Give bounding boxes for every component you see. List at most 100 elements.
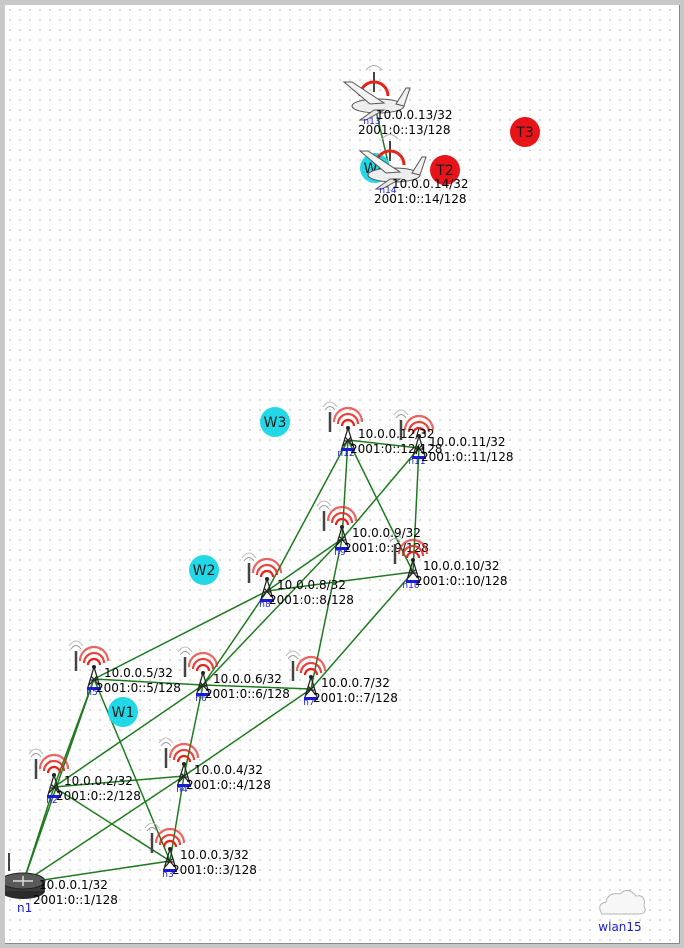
link-n2-n3[interactable]	[53, 786, 171, 862]
node-name: n2	[46, 796, 57, 806]
node-ipv6-label: 2001:0::14/128	[374, 192, 467, 206]
link-n9-n11[interactable]	[341, 447, 420, 540]
node-name: n10	[402, 581, 419, 591]
node-name: n8	[259, 600, 271, 610]
marker-t3[interactable]: T3	[510, 117, 540, 147]
link-n6-n7[interactable]	[202, 684, 312, 690]
router-icon	[5, 853, 46, 899]
link-n2-n4[interactable]	[53, 775, 185, 788]
node-ipv4-label: 10.0.0.2/32	[64, 774, 133, 788]
marker-w1[interactable]: W1	[108, 697, 138, 727]
link-n9-n12[interactable]	[341, 439, 349, 540]
wlan-node[interactable]: wlan15	[598, 890, 646, 934]
node-name: n4	[176, 785, 188, 795]
wireless-tower-icon	[158, 737, 200, 787]
node-name: n7	[303, 698, 314, 708]
node-ipv6-label: 2001:0::6/128	[205, 687, 290, 701]
node-ipv4-label: 10.0.0.6/32	[213, 672, 282, 686]
node-ipv6-label: 2001:0::13/128	[358, 123, 451, 137]
link-n5-n8[interactable]	[93, 590, 268, 680]
wireless-tower-icon	[322, 401, 364, 451]
marker-label: W2	[193, 563, 216, 579]
marker-w2[interactable]: W2	[189, 555, 219, 585]
node-ipv6-label: 2001:0::4/128	[186, 778, 271, 792]
marker-circle	[189, 555, 219, 585]
marker-circle	[510, 117, 540, 147]
link-n3-n4[interactable]	[169, 775, 185, 862]
node-name: n12	[337, 449, 354, 459]
link-n4-n7[interactable]	[183, 688, 312, 777]
node-ipv4-label: 10.0.0.7/32	[321, 676, 390, 690]
marker-label: T3	[515, 125, 533, 141]
cloud-icon	[599, 890, 646, 915]
node-ipv4-label: 10.0.0.8/32	[277, 578, 346, 592]
link-n4-n6[interactable]	[183, 684, 204, 777]
node-ipv4-label: 10.0.0.5/32	[104, 666, 173, 680]
node-name: n1	[17, 901, 32, 915]
marker-label: W1	[112, 705, 135, 721]
node-name: n14	[379, 186, 396, 196]
link-n1-n3[interactable]	[22, 860, 171, 884]
link-n7-n9[interactable]	[310, 538, 343, 690]
link-n7-n10[interactable]	[310, 571, 414, 690]
link-n5-n6[interactable]	[93, 678, 204, 686]
node-ipv6-label: 2001:0::8/128	[269, 593, 354, 607]
node-name: n6	[195, 694, 207, 704]
node-ipv4-label: 10.0.0.3/32	[180, 848, 249, 862]
node-ipv6-label: 2001:0::7/128	[313, 691, 398, 705]
node-ipv4-label: 10.0.0.9/32	[352, 526, 421, 540]
marker-circle	[108, 697, 138, 727]
link-n1-n4[interactable]	[22, 775, 185, 884]
node-ipv4-label: 10.0.0.10/32	[423, 559, 500, 573]
marker-w3[interactable]: W3	[260, 407, 290, 437]
marker-t2[interactable]: T2	[430, 155, 460, 185]
wireless-tower-icon	[68, 640, 110, 690]
marker-circle	[260, 407, 290, 437]
node-ipv6-label: 2001:0::11/128	[421, 450, 514, 464]
link-n8-n12[interactable]	[266, 439, 349, 592]
link-n8-n10[interactable]	[266, 571, 414, 592]
node-name: n5	[86, 688, 97, 698]
node-ipv4-label: 10.0.0.11/32	[429, 435, 506, 449]
wireless-tower-icon	[28, 748, 70, 798]
link-n8-n9[interactable]	[266, 538, 343, 592]
marker-label: T2	[435, 163, 453, 179]
wireless-tower-icon	[393, 409, 435, 459]
node-name: n13	[363, 117, 380, 127]
links-layer	[22, 101, 420, 884]
link-n11-n12[interactable]	[347, 439, 420, 449]
wireless-tower-icon	[144, 822, 186, 872]
node-ipv6-label: 2001:0::2/128	[56, 789, 141, 803]
link-n2-n5[interactable]	[53, 678, 95, 788]
wireless-tower-icon	[387, 533, 429, 583]
node-ipv6-label: 2001:0::9/128	[344, 541, 429, 555]
node-ipv4-label: 10.0.0.1/32	[39, 878, 108, 892]
node-ipv4-label: 10.0.0.13/32	[376, 108, 453, 122]
link-n2-n6[interactable]	[53, 684, 204, 788]
wireless-tower-icon	[316, 500, 358, 550]
wlan-layer: wlan15	[598, 890, 646, 934]
node-ipv6-label: 2001:0::10/128	[415, 574, 508, 588]
link-n6-n9[interactable]	[202, 538, 343, 686]
link-n10-n12[interactable]	[347, 439, 414, 573]
node-ipv6-label: 2001:0::5/128	[96, 681, 181, 695]
link-n6-n8[interactable]	[202, 590, 268, 686]
node-ipv4-label: 10.0.0.12/32	[358, 427, 435, 441]
